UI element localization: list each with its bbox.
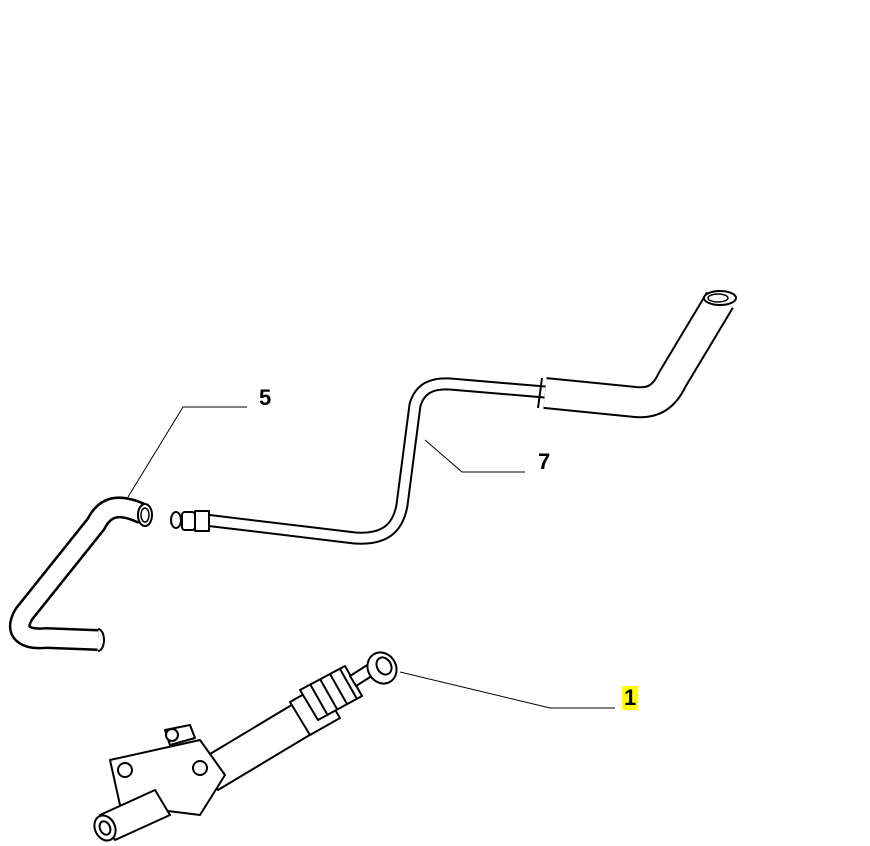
slave-cylinder-part-1[interactable] bbox=[90, 647, 402, 844]
leader-line-5 bbox=[127, 406, 247, 498]
hose-part-5[interactable] bbox=[8, 496, 153, 652]
callout-1-highlighted[interactable]: 1 bbox=[622, 685, 639, 710]
pipe-part-7[interactable] bbox=[170, 290, 737, 545]
leader-line-1 bbox=[399, 671, 615, 709]
callout-7[interactable]: 7 bbox=[538, 449, 551, 474]
callout-5[interactable]: 5 bbox=[259, 385, 272, 410]
leader-line-7 bbox=[424, 439, 525, 473]
